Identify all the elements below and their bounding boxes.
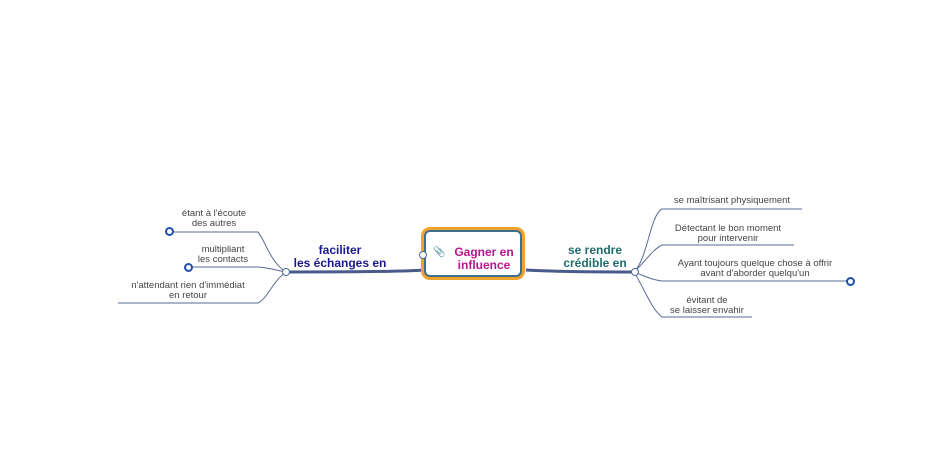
link-central-right	[525, 268, 635, 274]
link-right-4	[633, 271, 752, 318]
branch-right-label[interactable]: se rendre crédible en	[563, 243, 627, 271]
leaf-left-2-label[interactable]: multipliant les contacts	[197, 244, 249, 266]
leaf-right-4-label[interactable]: évitant de se laisser envahir	[670, 295, 744, 317]
link-left-3	[118, 271, 287, 304]
leaf-left-1-label[interactable]: étant à l'écoute des autres	[181, 208, 247, 230]
central-left-connector-handle[interactable]	[419, 251, 427, 259]
right-branch-collapse-handle[interactable]	[631, 268, 639, 276]
central-node-inner: 📎 Gagner en influence	[424, 230, 522, 277]
central-node-title: Gagner en influence	[454, 245, 514, 273]
left-branch-collapse-handle[interactable]	[282, 268, 290, 276]
central-node[interactable]: 📎 Gagner en influence	[421, 227, 525, 280]
paperclip-icon[interactable]: 📎	[433, 247, 446, 258]
link-central-left	[286, 268, 425, 274]
leaf-right-2-label[interactable]: Détectant le bon moment pour intervenir	[674, 223, 782, 245]
leaf-left-1-expand-handle[interactable]	[165, 227, 174, 236]
link-left-1	[170, 231, 287, 273]
leaf-left-2-expand-handle[interactable]	[184, 263, 193, 272]
leaf-left-3-label[interactable]: n'attendant rien d'immédiat en retour	[131, 280, 245, 302]
leaf-right-1-label[interactable]: se maîtrisant physiquement	[673, 195, 791, 206]
link-left-2	[190, 266, 287, 273]
link-right-1	[633, 208, 802, 273]
leaf-right-3-expand-handle[interactable]	[846, 277, 855, 286]
branch-left-label[interactable]: faciliter les échanges en	[293, 243, 387, 271]
leaf-right-3-label[interactable]: Ayant toujours quelque chose à offrir av…	[677, 258, 833, 280]
